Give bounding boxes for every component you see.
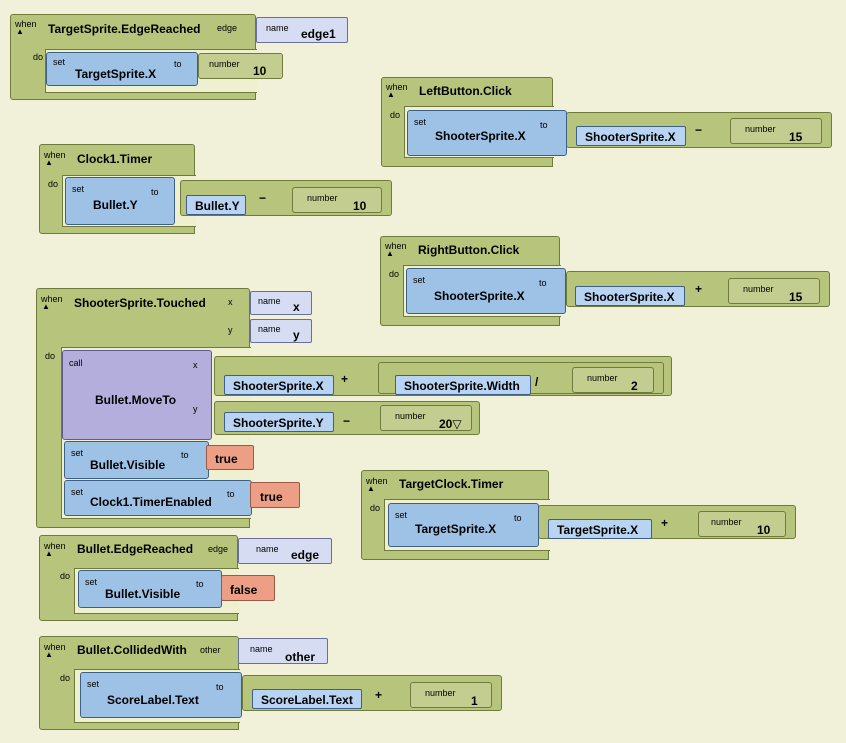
collapse-triangle-icon[interactable]: ▲	[386, 249, 394, 258]
event-title: TargetSprite.EdgeReached	[48, 22, 201, 36]
number-block[interactable]: number 20▽	[380, 405, 472, 431]
boolean-true-block[interactable]: true	[206, 445, 254, 470]
param-name-block[interactable]: name other	[238, 638, 328, 664]
set-block-bullet-y[interactable]: set to Bullet.Y	[65, 177, 175, 225]
operator: +	[341, 372, 349, 386]
event-title: RightButton.Click	[418, 243, 520, 257]
event-title: TargetClock.Timer	[399, 477, 504, 491]
param-label: edge	[217, 23, 238, 33]
param-label: other	[200, 645, 221, 655]
set-block-target-x[interactable]: set to TargetSprite.X	[388, 503, 539, 547]
param-name-block[interactable]: name edge	[238, 538, 332, 564]
getter-shooter-x[interactable]: ShooterSprite.X	[575, 286, 685, 306]
param-name-value: edge1	[301, 27, 336, 41]
arg-y-label: y	[193, 404, 198, 414]
getter-bullet-y[interactable]: Bullet.Y	[186, 195, 246, 215]
set-target: ScoreLabel.Text	[107, 693, 199, 707]
set-target: TargetSprite.X	[415, 522, 497, 536]
call-block-bullet-moveto[interactable]: call x y Bullet.MoveTo	[62, 350, 212, 440]
set-block-bullet-visible[interactable]: set to Bullet.Visible	[78, 570, 222, 608]
set-target: Bullet.Visible	[105, 587, 181, 601]
param-x-label: x	[228, 297, 233, 307]
getter-shooter-x[interactable]: ShooterSprite.X	[576, 126, 686, 146]
event-title: Bullet.EdgeReached	[77, 542, 194, 556]
number-value: 15	[789, 130, 803, 144]
operator: +	[375, 688, 383, 702]
set-target: TargetSprite.X	[75, 67, 157, 81]
set-target: Clock1.TimerEnabled	[90, 495, 212, 509]
getter-shooter-y[interactable]: ShooterSprite.Y	[224, 412, 334, 432]
collapse-triangle-icon[interactable]: ▲	[367, 484, 375, 493]
param-name-block[interactable]: name edge1	[256, 17, 348, 43]
set-target: Bullet.Visible	[90, 458, 166, 472]
number-value: 20▽	[439, 417, 462, 431]
when-label: when	[15, 19, 37, 29]
operator: −	[695, 123, 703, 137]
call-name: Bullet.MoveTo	[95, 393, 177, 407]
collapse-triangle-icon[interactable]: ▲	[16, 27, 24, 36]
set-target: Bullet.Y	[93, 198, 138, 212]
operator: +	[661, 516, 669, 530]
operator: /	[535, 375, 539, 389]
operator: −	[259, 191, 267, 205]
getter-score-text[interactable]: ScoreLabel.Text	[252, 689, 362, 709]
boolean-false-block[interactable]: false	[221, 575, 275, 601]
number-block[interactable]: number 1	[410, 682, 492, 708]
event-title: LeftButton.Click	[419, 84, 512, 98]
set-block-score-text[interactable]: set to ScoreLabel.Text	[80, 672, 242, 718]
number-block[interactable]: number 15	[728, 278, 820, 304]
number-value: 10	[253, 64, 267, 78]
param-name-x[interactable]: name x	[250, 291, 312, 315]
number-block[interactable]: number 2	[572, 367, 654, 393]
operator: +	[695, 282, 703, 296]
number-value: 2	[631, 379, 638, 393]
number-value: 10	[353, 199, 367, 213]
getter-shooter-x[interactable]: ShooterSprite.X	[224, 375, 334, 395]
param-y-label: y	[228, 325, 233, 335]
getter-target-x[interactable]: TargetSprite.X	[548, 519, 652, 539]
set-target: ShooterSprite.X	[434, 289, 525, 303]
number-value: 10	[757, 523, 771, 537]
boolean-true-block[interactable]: true	[250, 482, 300, 508]
number-block[interactable]: number 10	[698, 511, 786, 537]
arg-x-label: x	[193, 360, 198, 370]
collapse-triangle-icon[interactable]: ▲	[45, 158, 53, 167]
event-title: ShooterSprite.Touched	[74, 296, 206, 310]
param-name-value: edge	[291, 548, 320, 562]
collapse-triangle-icon[interactable]: ▲	[45, 650, 53, 659]
do-label: do	[33, 52, 44, 62]
param-label: edge	[208, 544, 229, 554]
param-name-y[interactable]: name y	[250, 319, 312, 343]
set-target: ShooterSprite.X	[435, 129, 526, 143]
event-title: Bullet.CollidedWith	[77, 643, 187, 657]
getter-shooter-width[interactable]: ShooterSprite.Width	[395, 375, 531, 395]
number-block[interactable]: number 10	[198, 53, 283, 79]
number-block[interactable]: number 10	[292, 187, 382, 213]
set-block-timer-enabled[interactable]: set to Clock1.TimerEnabled	[64, 480, 252, 516]
set-block-bullet-visible[interactable]: set to Bullet.Visible	[64, 441, 209, 479]
set-block-target-x[interactable]: set to TargetSprite.X	[46, 52, 198, 86]
operator: −	[343, 414, 351, 428]
number-value: 1	[471, 694, 478, 708]
number-block[interactable]: number 15	[730, 118, 822, 144]
event-title: Clock1.Timer	[77, 152, 153, 166]
param-name-value: other	[285, 650, 315, 664]
collapse-triangle-icon[interactable]: ▲	[45, 549, 53, 558]
set-block-shooter-x[interactable]: set to ShooterSprite.X	[407, 110, 567, 156]
number-value: 15	[789, 290, 803, 304]
set-block-shooter-x[interactable]: set to ShooterSprite.X	[406, 268, 566, 314]
collapse-triangle-icon[interactable]: ▲	[42, 302, 50, 311]
collapse-triangle-icon[interactable]: ▲	[387, 90, 395, 99]
